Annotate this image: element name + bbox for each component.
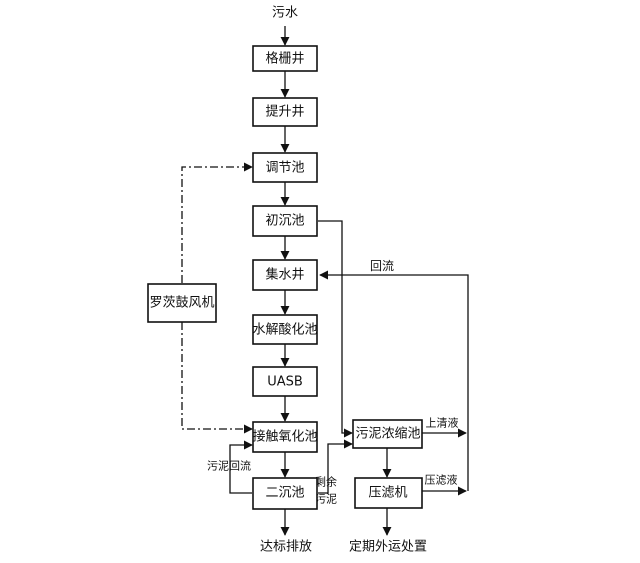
sludge-thickener-box: 污泥浓缩池: [352, 419, 423, 449]
collection-well-box: 集水井: [252, 259, 318, 291]
uasb-label: UASB: [267, 375, 303, 390]
supernatant-label: 上清液: [426, 416, 459, 430]
filter-press-label: 压滤机: [368, 486, 407, 501]
regulating-tank-label: 调节池: [265, 161, 304, 176]
grille-well-box: 格栅井: [252, 45, 318, 72]
excess-sludge-label-1: 剩余: [315, 475, 337, 489]
primary-settling-tank-label: 初沉池: [265, 214, 304, 229]
lift-well-label: 提升井: [265, 104, 304, 120]
filter-press-box: 压滤机: [354, 477, 423, 509]
excess-sludge-label-2: 污泥: [315, 493, 337, 506]
secondary-settling-tank-label: 二沉池: [265, 486, 304, 501]
secondary-settling-tank-box: 二沉池: [252, 477, 318, 510]
grille-well-label: 格栅井: [265, 51, 304, 67]
sewage-input-label: 污水: [272, 6, 298, 21]
pressed-liquor-label: 压滤液: [425, 473, 458, 487]
contact-oxidation-tank-box: 接触氧化池: [252, 421, 318, 453]
regulating-tank-box: 调节池: [252, 152, 318, 183]
primary-settling-tank-box: 初沉池: [252, 205, 318, 237]
sludge-return-label: 污泥回流: [207, 459, 251, 473]
blower-label: 罗茨鼓风机: [149, 296, 214, 311]
return-flow-label: 回流: [370, 259, 394, 273]
blower-box: 罗茨鼓风机: [147, 283, 217, 323]
lift-well-box: 提升井: [252, 97, 318, 127]
sludge-lines: [229, 220, 469, 536]
blower-air-lines: [181, 162, 253, 434]
discharge-label: 达标排放: [260, 540, 312, 555]
hydrolysis-tank-label: 水解酸化池: [252, 323, 317, 338]
uasb-box: UASB: [252, 366, 318, 397]
sludge-thickener-label: 污泥浓缩池: [355, 426, 420, 442]
contact-oxidation-tank-label: 接触氧化池: [252, 429, 317, 445]
collection-well-label: 集水井: [265, 267, 304, 283]
disposal-label: 定期外运处置: [349, 540, 427, 555]
hydrolysis-tank-box: 水解酸化池: [252, 314, 318, 345]
